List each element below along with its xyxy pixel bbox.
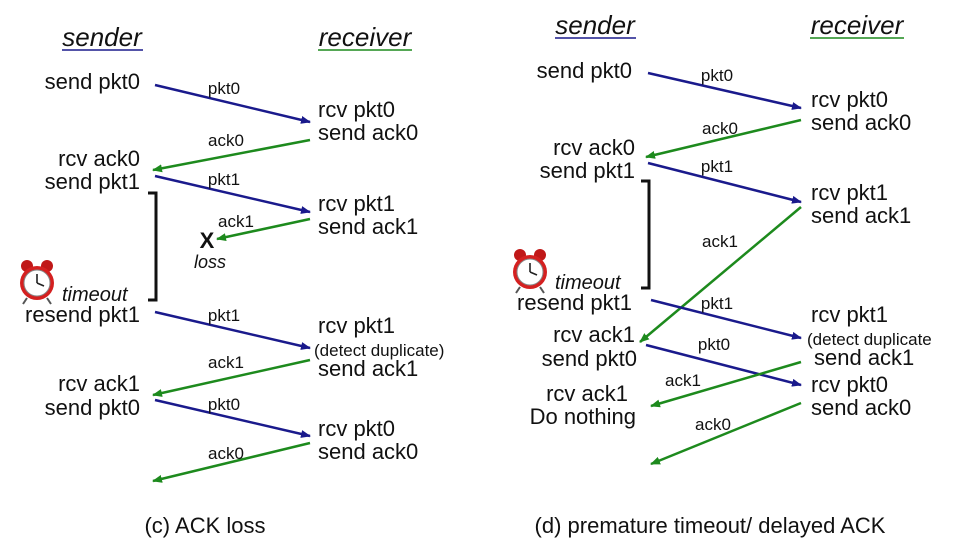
sender-event: rcv ack1 <box>58 371 140 396</box>
receiver-event: send ack0 <box>811 395 911 420</box>
alarm-clock-icon <box>20 260 54 305</box>
delayed-ack-arrow <box>639 206 802 343</box>
receiver-header: receiver <box>319 22 413 52</box>
sender-header: sender <box>62 22 143 52</box>
receiver-event: send ack1 <box>814 345 914 370</box>
receiver-event: rcv pkt1 <box>318 313 395 338</box>
receiver-event: send ack1 <box>318 214 418 239</box>
receiver-event: rcv pkt1 <box>318 191 395 216</box>
packet-arrow <box>650 298 802 340</box>
message-label: pkt0 <box>208 79 240 98</box>
ack-arrow <box>152 138 311 173</box>
receiver-event: send ack1 <box>811 203 911 228</box>
timer-bracket <box>641 179 651 290</box>
sender-event: send pkt0 <box>542 346 637 371</box>
panel-c: sender receiver send pkt0 rcv ack0 send … <box>20 22 444 538</box>
sender-event: send pkt1 <box>45 169 140 194</box>
receiver-event: rcv pkt1 <box>811 180 888 205</box>
loss-x-icon: X <box>200 228 215 253</box>
packet-arrow <box>647 161 802 204</box>
receiver-header: receiver <box>811 10 905 40</box>
message-label: pkt1 <box>701 157 733 176</box>
sender-event: send pkt0 <box>45 395 140 420</box>
message-label: ack1 <box>702 232 738 251</box>
message-label: ack1 <box>208 353 244 372</box>
packet-arrow <box>647 71 802 110</box>
message-label: ack0 <box>702 119 738 138</box>
message-label: ack1 <box>218 212 254 231</box>
receiver-event: send ack0 <box>318 439 418 464</box>
sender-event: rcv ack1 <box>546 381 628 406</box>
receiver-event: send ack1 <box>318 356 418 381</box>
ack-arrow <box>645 118 802 159</box>
message-label: pkt0 <box>698 335 730 354</box>
sender-event: send pkt1 <box>540 158 635 183</box>
receiver-event: send ack0 <box>811 110 911 135</box>
receiver-event: send ack0 <box>318 120 418 145</box>
sender-event: resend pkt1 <box>25 302 140 327</box>
sender-header: sender <box>555 10 636 40</box>
sender-event: send pkt0 <box>45 69 140 94</box>
loss-label: loss <box>194 252 226 272</box>
packet-arrow <box>154 398 311 438</box>
receiver-event: rcv pkt0 <box>318 97 395 122</box>
sender-event: resend pkt1 <box>517 290 632 315</box>
alarm-clock-icon <box>513 249 547 294</box>
message-label: pkt1 <box>208 306 240 325</box>
ack-arrow <box>650 401 802 466</box>
receiver-event: rcv pkt0 <box>318 416 395 441</box>
packet-arrow <box>154 310 311 350</box>
receiver-event: rcv pkt1 <box>811 302 888 327</box>
message-label: pkt1 <box>701 294 733 313</box>
caption: (c) ACK loss <box>144 513 265 538</box>
timeout-label: timeout <box>62 284 129 306</box>
message-label: pkt0 <box>701 66 733 85</box>
receiver-event: rcv pkt0 <box>811 87 888 112</box>
message-label: ack0 <box>695 415 731 434</box>
message-label: pkt0 <box>208 395 240 414</box>
message-label: ack0 <box>208 131 244 150</box>
sender-event: Do nothing <box>530 404 636 429</box>
message-label: pkt1 <box>208 170 240 189</box>
sender-event: rcv ack0 <box>553 135 635 160</box>
receiver-event: (detect duplicate) <box>314 341 444 360</box>
caption: (d) premature timeout/ delayed ACK <box>535 513 886 538</box>
panel-d: sender receiver send pkt0 rcv ack0 send … <box>513 10 932 538</box>
ack-arrow <box>152 441 311 483</box>
message-label: ack1 <box>665 371 701 390</box>
sender-event: rcv ack1 <box>553 322 635 347</box>
message-label: ack0 <box>208 444 244 463</box>
timer-bracket <box>148 191 158 302</box>
ack-arrow <box>650 360 802 408</box>
timeout-label: timeout <box>555 272 622 294</box>
sender-event: rcv ack0 <box>58 146 140 171</box>
packet-arrow <box>645 343 802 387</box>
packet-arrow <box>154 83 311 124</box>
receiver-event: (detect duplicate <box>807 330 932 349</box>
sender-event: send pkt0 <box>537 58 632 83</box>
packet-arrow <box>154 174 311 214</box>
receiver-event: rcv pkt0 <box>811 372 888 397</box>
ack-arrow <box>152 358 311 397</box>
lost-ack-arrow <box>216 217 311 242</box>
